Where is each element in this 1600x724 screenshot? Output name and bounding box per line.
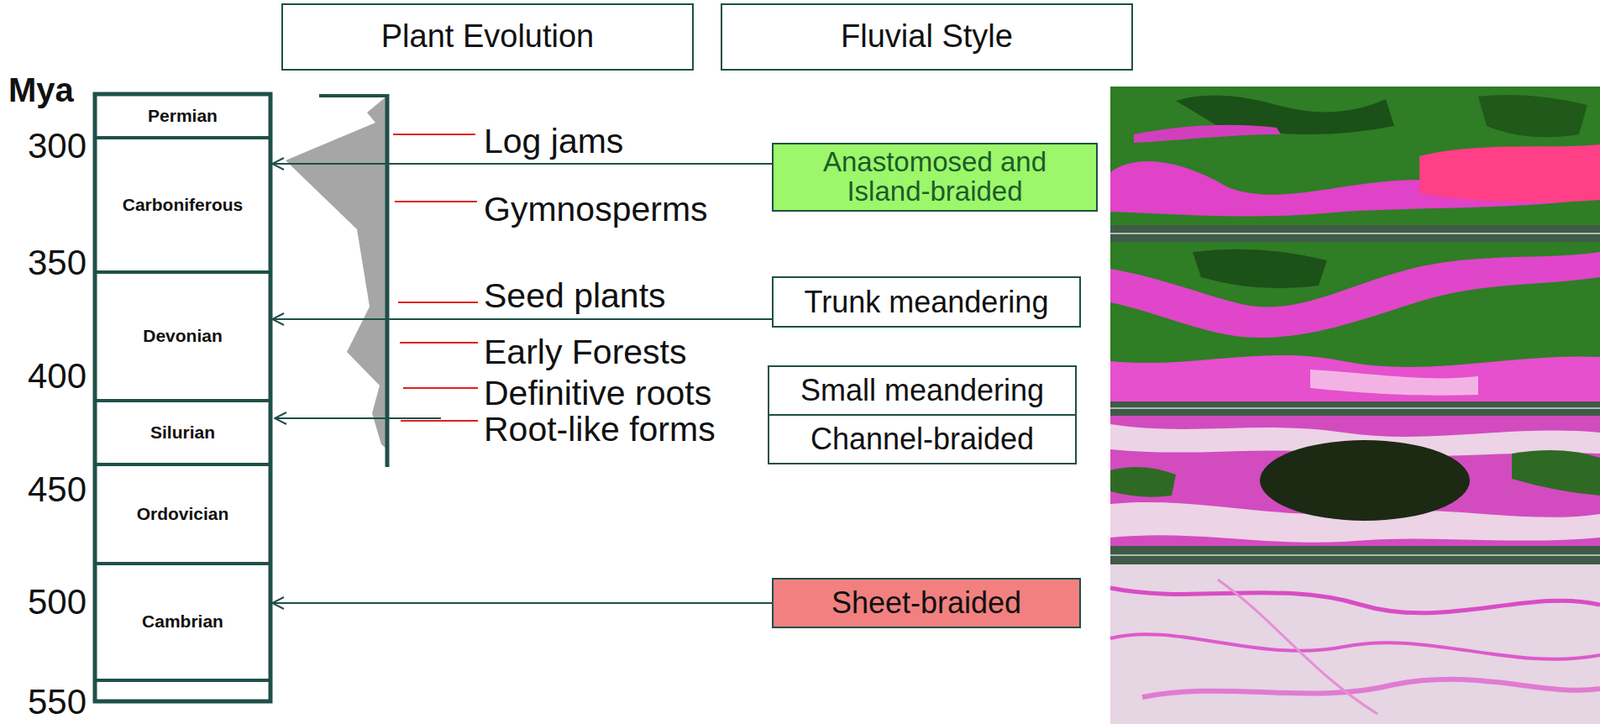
evolution-event: Seed plants bbox=[483, 278, 667, 314]
fluvial-box: Channel-braided bbox=[767, 414, 1077, 465]
node-text: Permian bbox=[147, 106, 218, 126]
node-text: Cambrian bbox=[141, 612, 224, 631]
header-box: Fluvial Style bbox=[720, 3, 1134, 71]
node-text: Devonian bbox=[142, 326, 223, 346]
node-text: Silurian bbox=[150, 423, 216, 442]
evolution-event: Definitive roots bbox=[483, 376, 712, 411]
age-tick: 550 bbox=[27, 684, 87, 720]
node-text: Anastomosed and Island-braided bbox=[800, 147, 1070, 206]
node-text: Trunk meandering bbox=[804, 286, 1050, 319]
node-text: Sheet-braided bbox=[831, 587, 1022, 620]
evolution-event: Log jams bbox=[483, 124, 624, 159]
header-box: Plant Evolution bbox=[281, 3, 694, 71]
period-band: Permian bbox=[97, 95, 268, 137]
age-tick: 300 bbox=[27, 128, 87, 164]
evolution-event: Root-like forms bbox=[483, 412, 716, 447]
fluvial-box: Anastomosed and Island-braided bbox=[771, 142, 1098, 212]
evolution-event: Early Forests bbox=[483, 335, 688, 370]
fluvial-box: Trunk meandering bbox=[771, 276, 1081, 328]
period-band: Silurian bbox=[97, 402, 268, 463]
node-text: Ordovician bbox=[136, 504, 230, 524]
fluvial-box: Sheet-braided bbox=[771, 577, 1081, 629]
age-tick: 400 bbox=[27, 358, 87, 394]
connector-arrow bbox=[272, 162, 772, 165]
node-text: Fluvial Style bbox=[840, 20, 1013, 54]
age-tick: 500 bbox=[27, 584, 87, 620]
fluvial-box: Small meandering bbox=[767, 365, 1077, 416]
period-band: Ordovician bbox=[97, 466, 268, 562]
node-text: Channel-braided bbox=[810, 423, 1034, 456]
period-band: Cambrian bbox=[97, 565, 268, 679]
period-band: Devonian bbox=[97, 273, 268, 399]
age-tick: 450 bbox=[27, 472, 87, 508]
connector-arrow bbox=[272, 602, 772, 604]
period-band: Carboniferous bbox=[97, 139, 268, 271]
connector-arrow bbox=[272, 318, 772, 320]
evolution-event: Gymnosperms bbox=[483, 192, 709, 227]
node-text: Plant Evolution bbox=[381, 20, 595, 54]
node-text: Carboniferous bbox=[122, 195, 244, 215]
age-tick: 350 bbox=[27, 245, 87, 281]
axis-unit: Mya bbox=[8, 73, 74, 107]
node-text: Small meandering bbox=[800, 374, 1044, 407]
